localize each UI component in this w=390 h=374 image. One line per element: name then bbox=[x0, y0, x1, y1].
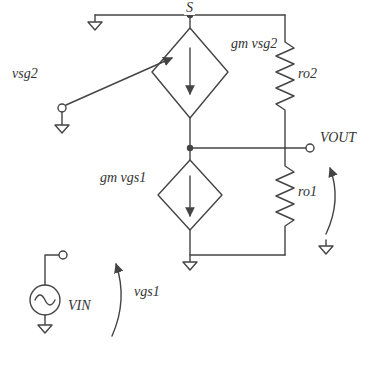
ground-symbol bbox=[55, 112, 69, 133]
signal-name: VOUT bbox=[318, 130, 358, 145]
ground-symbol bbox=[38, 315, 52, 333]
source-value: gm vsg2 bbox=[229, 36, 279, 51]
voltage-arrow bbox=[326, 168, 335, 234]
terminal bbox=[58, 104, 66, 112]
dependent-source-diamond bbox=[158, 160, 222, 230]
signal-name: vgs1 bbox=[132, 284, 162, 299]
sine-symbol bbox=[35, 295, 55, 305]
signal-name: vsg2 bbox=[10, 66, 40, 81]
terminal bbox=[306, 144, 314, 152]
current-arrow bbox=[189, 48, 190, 94]
ground-symbol bbox=[319, 240, 333, 254]
wire bbox=[45, 255, 59, 285]
node-name: S bbox=[184, 0, 195, 15]
control-arrow bbox=[66, 58, 172, 105]
terminal bbox=[59, 251, 67, 259]
signal-name: VIN bbox=[66, 298, 93, 313]
ac-source bbox=[30, 285, 60, 315]
resistor-symbol bbox=[276, 15, 294, 148]
wire bbox=[189, 15, 190, 28]
wire bbox=[190, 230, 285, 255]
current-arrow bbox=[189, 176, 190, 216]
dependent-source-diamond bbox=[152, 28, 228, 118]
component-name: ro1 bbox=[296, 184, 319, 199]
component-name: ro2 bbox=[296, 66, 319, 81]
ground-symbol bbox=[88, 15, 102, 30]
source-value: gm vgs1 bbox=[98, 170, 148, 185]
voltage-arrow bbox=[112, 264, 121, 336]
ground-symbol bbox=[183, 255, 197, 270]
resistor-symbol bbox=[276, 148, 294, 255]
wire bbox=[190, 118, 306, 148]
wire bbox=[189, 148, 190, 160]
